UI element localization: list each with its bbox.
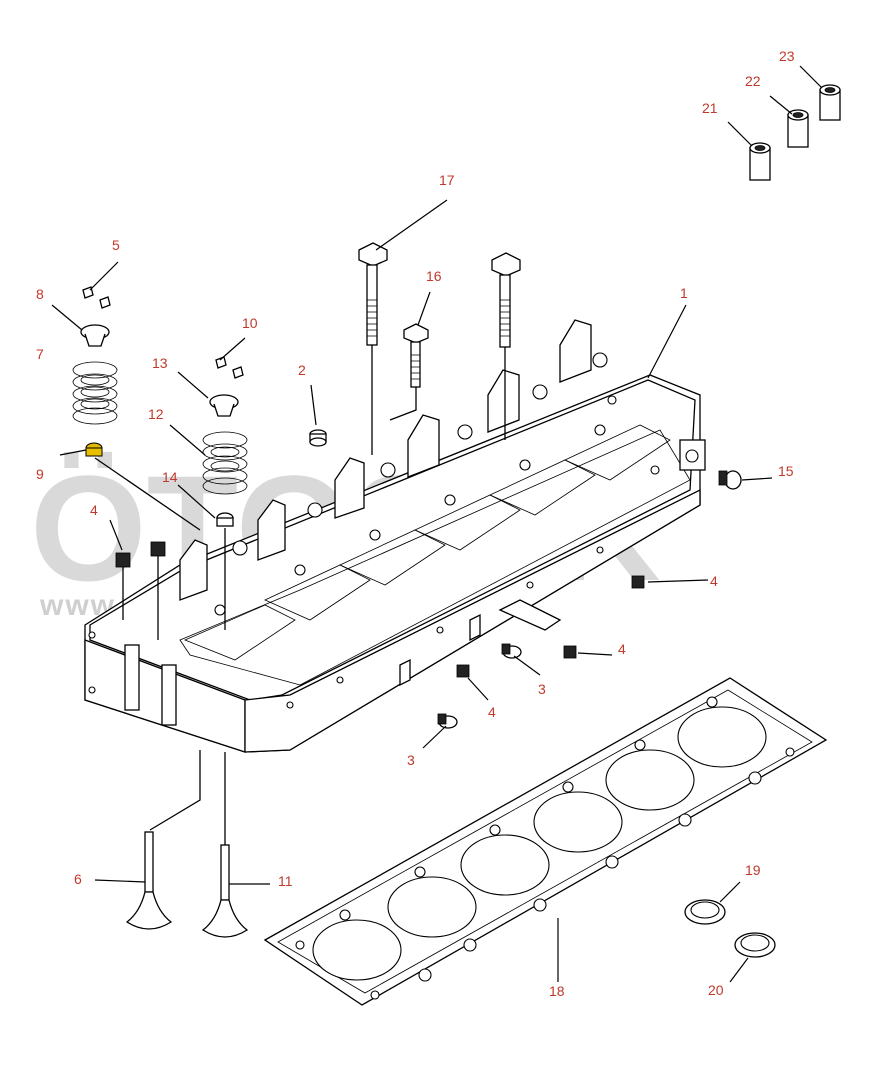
bolt-16 (389, 323, 429, 421)
callouts: 1 2 3 3 4 4 4 4 5 6 7 8 9 10 11 12 13 14… (36, 48, 795, 999)
callout-6: 6 (74, 871, 82, 887)
callout-8: 8 (36, 286, 44, 302)
rocker-bays (183, 424, 671, 661)
gasket-bores (312, 706, 767, 981)
head-gasket (263, 677, 828, 1006)
plugs (115, 429, 742, 729)
callout-4c: 4 (618, 641, 626, 657)
callout-19: 19 (745, 862, 761, 878)
valve-spring-12 (202, 431, 248, 495)
valve-seal-14 (216, 512, 234, 527)
head-holes (214, 352, 660, 709)
plug-3b (437, 713, 458, 729)
callout-3b: 3 (407, 752, 415, 768)
tappets (749, 84, 841, 181)
plug-4d (563, 645, 577, 659)
head-bolts (358, 242, 521, 455)
head-bolt-right (491, 252, 521, 440)
head-bolt-left (358, 242, 388, 455)
exhaust-valve-6 (125, 750, 201, 930)
tappet-23 (819, 84, 841, 121)
callout-12: 12 (148, 406, 164, 422)
valve-train-exhaust (72, 286, 201, 531)
plug-15 (718, 470, 742, 490)
spring-retainer-13 (209, 394, 239, 417)
valve-keeper-5b (99, 296, 111, 309)
spring-retainer-8 (80, 324, 110, 347)
callout-4d: 4 (488, 704, 496, 720)
callout-4b: 4 (710, 573, 718, 589)
callout-17: 17 (439, 172, 455, 188)
cylinder-head (84, 319, 706, 753)
callout-14: 14 (162, 469, 178, 485)
seal-ring-19 (684, 899, 726, 925)
callout-9: 9 (36, 466, 44, 482)
callout-1: 1 (680, 285, 688, 301)
valve-keeper-10a (215, 356, 227, 369)
callout-20: 20 (708, 982, 724, 998)
plug-2 (309, 429, 327, 447)
plug-4a (115, 552, 131, 620)
valve-seal-9 (85, 442, 103, 457)
callout-4a: 4 (90, 502, 98, 518)
callout-3a: 3 (538, 681, 546, 697)
rocker-pedestals (179, 319, 592, 601)
callout-23: 23 (779, 48, 795, 64)
seal-ring-20 (734, 932, 776, 958)
valve-keeper-10b (232, 366, 244, 379)
callout-5: 5 (112, 237, 120, 253)
callout-11: 11 (278, 873, 293, 889)
plug-4b (150, 541, 166, 640)
callout-2: 2 (298, 362, 306, 378)
seal-rings (684, 899, 776, 958)
plug-3a (501, 643, 522, 659)
valve-spring-7 (72, 361, 118, 425)
tappet-22 (787, 109, 809, 148)
callout-10: 10 (242, 315, 258, 331)
callout-16: 16 (426, 268, 442, 284)
valves (125, 750, 249, 938)
plug-4c (631, 575, 645, 589)
callout-15: 15 (778, 463, 794, 479)
valve-train-intake (202, 356, 248, 630)
intake-valve-11 (201, 752, 249, 938)
tappet-21 (749, 142, 771, 181)
gasket-small-holes (295, 696, 795, 1000)
callout-22: 22 (745, 73, 761, 89)
callout-13: 13 (152, 355, 168, 371)
leader-lines (51, 65, 823, 983)
callout-18: 18 (549, 983, 565, 999)
plug-4e (456, 664, 470, 678)
callout-21: 21 (702, 100, 718, 116)
callout-7: 7 (36, 346, 44, 362)
